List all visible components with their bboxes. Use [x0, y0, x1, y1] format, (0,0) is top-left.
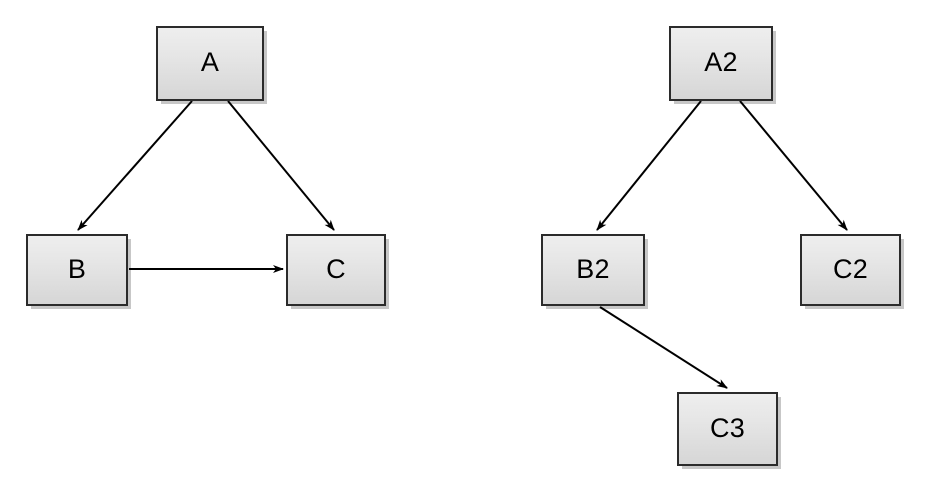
node-a2[interactable]: A2 — [669, 26, 773, 101]
node-label-c: C — [326, 253, 346, 284]
node-label-a2: A2 — [704, 47, 738, 77]
node-label-c2: C2 — [833, 253, 868, 284]
node-label-a: A — [200, 47, 220, 77]
edges-group — [77, 100, 848, 389]
node-c2[interactable]: C2 — [800, 234, 901, 306]
edge-b2-c3 — [599, 306, 728, 389]
edge-a2-b2 — [596, 100, 702, 231]
node-label-c3: C3 — [710, 412, 745, 443]
node-a[interactable]: A — [156, 26, 264, 101]
edge-a-b — [77, 100, 193, 231]
node-label-b: B — [67, 253, 87, 284]
node-b2[interactable]: B2 — [541, 234, 645, 306]
edge-a-c — [227, 100, 335, 231]
node-c3[interactable]: C3 — [677, 392, 778, 466]
node-b[interactable]: B — [26, 234, 128, 306]
node-c[interactable]: C — [286, 234, 386, 306]
edge-a2-c2 — [739, 100, 848, 231]
node-label-b2: B2 — [576, 253, 610, 284]
